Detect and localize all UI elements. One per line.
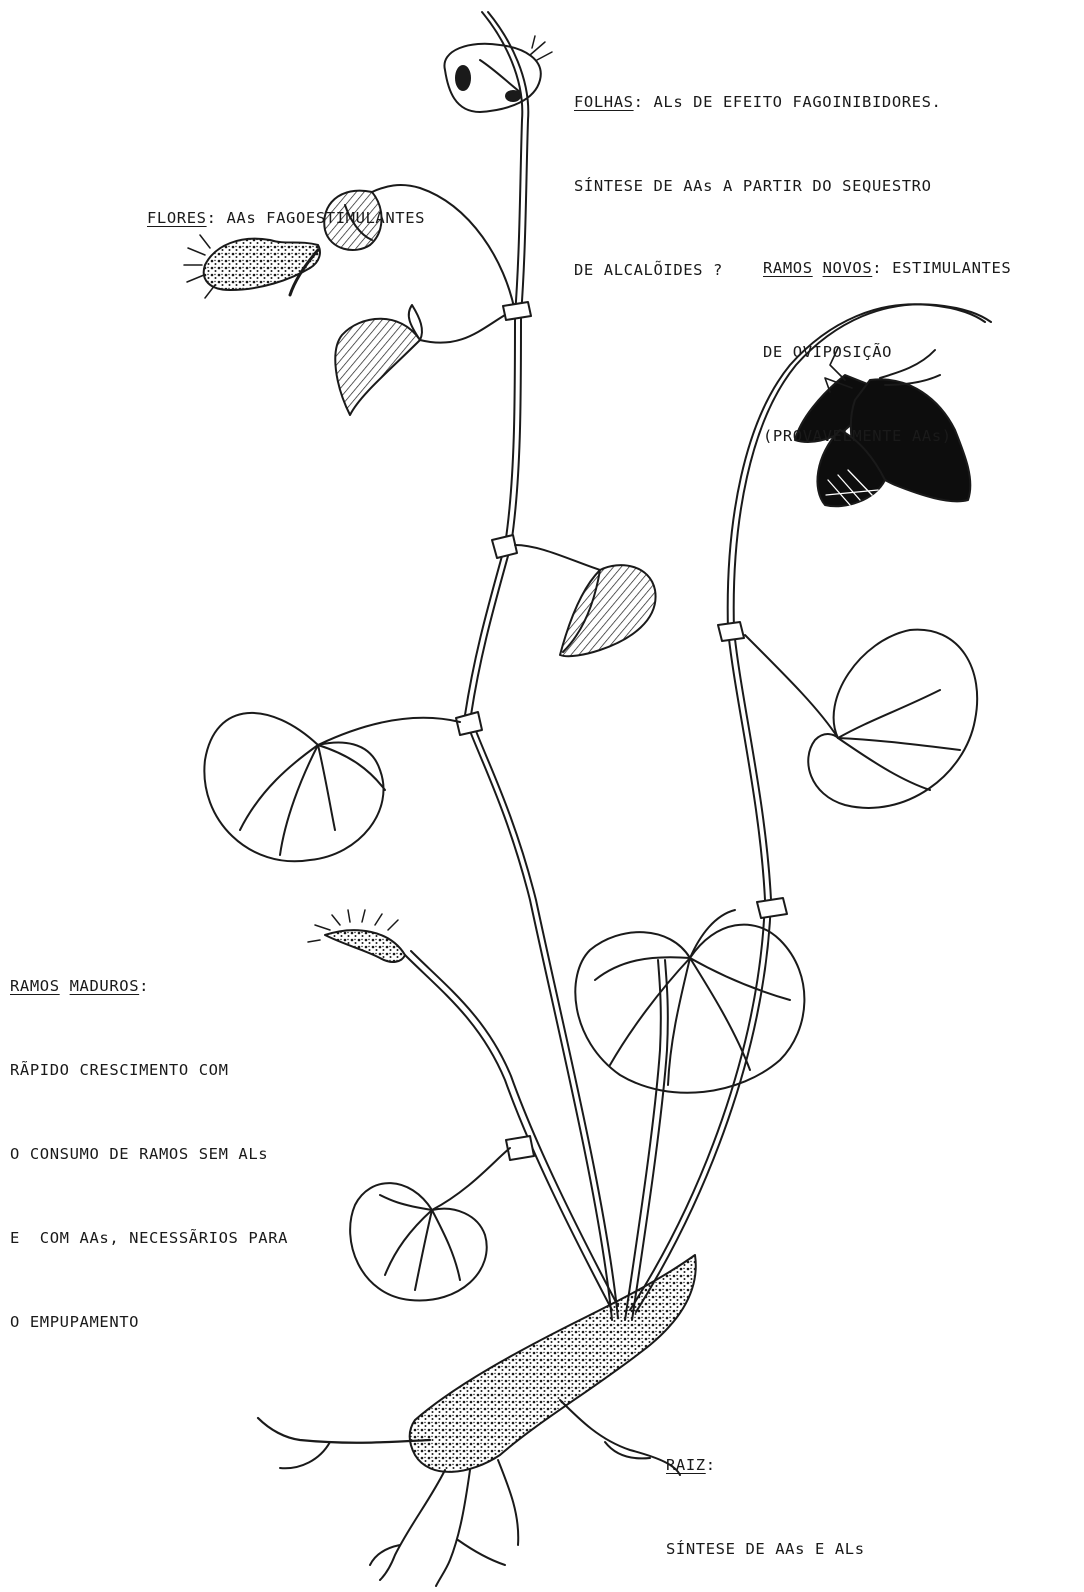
label-folhas-head: FOLHAS (574, 93, 634, 111)
root-strand-left (258, 1418, 430, 1443)
label-ramos-novos-head1: RAMOS (763, 259, 813, 277)
label-ramos-maduros-colon: : (139, 977, 149, 995)
large-leaf-left (204, 713, 460, 861)
root-strand-low-3 (498, 1460, 518, 1545)
label-ramos-maduros: RAMOS MADUROS: RÃPIDO CRESCIMENTO COM O … (10, 916, 288, 1392)
stem-nodes (456, 302, 787, 1160)
big-center-leaf (575, 910, 804, 1093)
label-flores-rest: : AAs FAGOESTIMULANTES (207, 209, 426, 227)
label-ramos-novos: RAMOS NOVOS: ESTIMULANTES DE OVIPOSIÇÃO … (763, 198, 1011, 506)
root-tuber (410, 1255, 696, 1472)
hatched-leaf-middle (515, 545, 656, 656)
top-leaf (444, 36, 552, 112)
label-ramos-maduros-line3: O CONSUMO DE RAMOS SEM ALs (10, 1140, 288, 1168)
lower-left-leaf (350, 1148, 510, 1300)
root-strand-right (560, 1400, 680, 1475)
label-ramos-maduros-line4: E COM AAs, NECESSÃRIOS PARA (10, 1224, 288, 1252)
label-raiz: RAIZ: SÍNTESE DE AAs E ALs (666, 1395, 865, 1592)
label-raiz-line1: RAIZ: (666, 1451, 865, 1479)
label-raiz-line2: SÍNTESE DE AAs E ALs (666, 1535, 865, 1563)
flowers (184, 191, 405, 962)
label-ramos-maduros-line5: O EMPUPAMENTO (10, 1308, 288, 1336)
label-folhas-line1: FOLHAS: ALs DE EFEITO FAGOINIBIDORES. (574, 88, 941, 116)
label-ramos-maduros-line2: RÃPIDO CRESCIMENTO COM (10, 1056, 288, 1084)
root-strand-low-2 (436, 1470, 470, 1586)
label-folhas-line1-rest: : ALs DE EFEITO FAGOINIBIDORES. (634, 93, 942, 111)
hatched-leaf-upper (335, 305, 505, 415)
label-flores-head: FLORES (147, 209, 207, 227)
label-ramos-maduros-line1: RAMOS MADUROS: (10, 972, 288, 1000)
label-ramos-novos-head2: NOVOS (823, 259, 873, 277)
root-strand-low-1 (380, 1470, 445, 1580)
label-folhas-line2: SÍNTESE DE AAs A PARTIR DO SEQUESTRO (574, 172, 941, 200)
flower-bud-lower (308, 910, 405, 962)
right-leaf (745, 630, 977, 808)
label-ramos-maduros-head2: MADUROS (70, 977, 140, 995)
label-ramos-novos-line3: (PROVAVELMENTE AAs) (763, 422, 1011, 450)
label-raiz-head: RAIZ (666, 1456, 706, 1474)
label-flores-line1: FLORES: AAs FAGOESTIMULANTES (147, 204, 425, 232)
label-ramos-novos-line1-rest: : ESTIMULANTES (872, 259, 1011, 277)
root (258, 1255, 696, 1586)
label-ramos-maduros-head1: RAMOS (10, 977, 60, 995)
label-flores: FLORES: AAs FAGOESTIMULANTES (147, 148, 425, 288)
label-ramos-novos-line1: RAMOS NOVOS: ESTIMULANTES (763, 254, 1011, 282)
label-ramos-novos-line2: DE OVIPOSIÇÃO (763, 338, 1011, 366)
label-raiz-colon: : (706, 1456, 716, 1474)
